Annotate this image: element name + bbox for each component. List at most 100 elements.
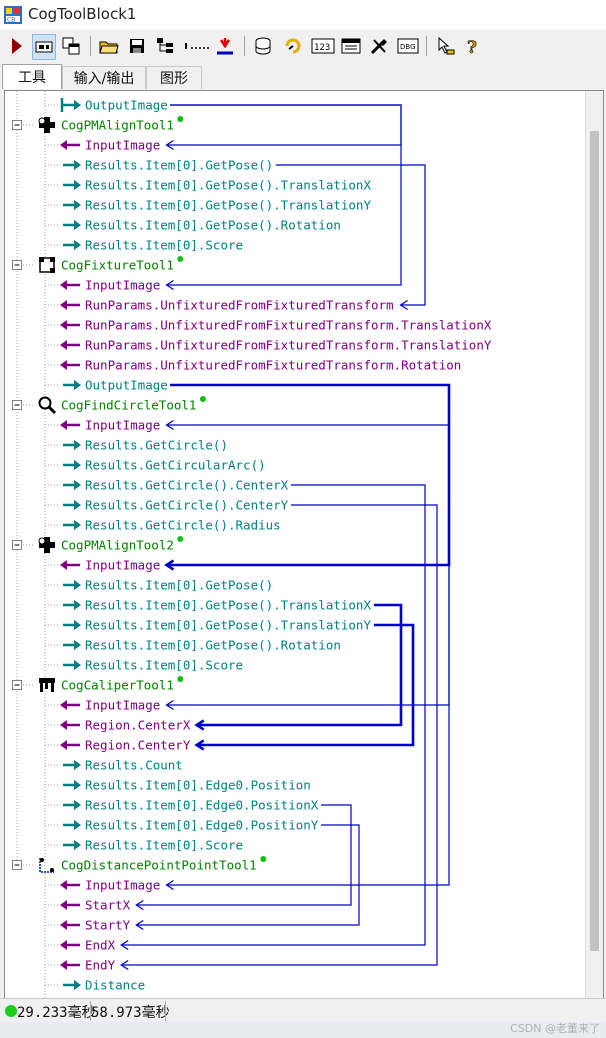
tree-input-terminal[interactable]: StartY	[45, 918, 131, 933]
tab-graphics[interactable]: 图形	[146, 66, 202, 89]
tree-collapse-icon[interactable]	[12, 540, 22, 550]
results-grid-icon[interactable]	[340, 34, 362, 58]
tree-input-terminal[interactable]: InputImage	[45, 418, 160, 433]
pointer-icon[interactable]	[434, 34, 456, 58]
tree-output-terminal[interactable]: Results.Item[0].Score	[45, 238, 243, 253]
tree-collapse-icon[interactable]	[12, 400, 22, 410]
tree-input-terminal[interactable]: RunParams.UnfixturedFromFixturedTransfor…	[45, 338, 492, 353]
tree-input-terminal[interactable]: Region.CenterX	[45, 718, 191, 733]
link-line[interactable]	[135, 804, 352, 911]
scrollbar-thumb[interactable]	[590, 131, 599, 951]
tree-input-terminal[interactable]: Region.CenterY	[45, 738, 191, 753]
tree-output-terminal[interactable]: Results.Item[0].Edge0.PositionX	[45, 798, 319, 813]
tab-input-output[interactable]: 输入/输出	[62, 66, 146, 89]
tree-view-icon[interactable]	[154, 34, 176, 58]
input-arrow-icon	[60, 720, 80, 730]
tools-icon[interactable]	[368, 34, 390, 58]
tree-output-terminal[interactable]: Results.Item[0].Edge0.Position	[45, 778, 311, 793]
tree-collapse-icon[interactable]	[12, 260, 22, 270]
tree-output-terminal[interactable]: Results.Item[0].GetPose().Rotation	[45, 638, 341, 653]
tree-collapse-icon[interactable]	[12, 120, 22, 130]
toolblock-app-icon: CB	[4, 6, 22, 24]
terminal-label: InputImage	[85, 418, 160, 433]
input-arrow-icon	[60, 920, 80, 930]
tree-output-terminal[interactable]: Results.Item[0].GetPose()	[45, 578, 273, 593]
tree-output-terminal[interactable]: Results.Count	[45, 758, 183, 773]
tree-output-terminal[interactable]: Results.Item[0].GetPose()	[45, 158, 273, 173]
output-arrow-icon	[63, 840, 81, 850]
tree-collapse-icon[interactable]	[12, 860, 22, 870]
output-arrow-icon	[63, 580, 81, 590]
tree-input-terminal[interactable]: InputImage	[45, 278, 160, 293]
tree-input-terminal[interactable]: RunParams.UnfixturedFromFixturedTransfor…	[45, 318, 492, 333]
tab-tools[interactable]: 工具	[2, 64, 62, 89]
tree-output-terminal[interactable]: Results.GetCircle().Radius	[45, 518, 281, 533]
link-line[interactable]	[165, 384, 450, 431]
terminal-label: Results.Item[0].Edge0.PositionY	[85, 818, 319, 833]
tree-output-terminal[interactable]: Distance	[45, 978, 145, 993]
tree-output-terminal[interactable]: Results.Item[0].Edge0.PositionY	[45, 818, 319, 833]
tree-output-terminal[interactable]: Results.GetCircularArc()	[45, 458, 266, 473]
link-line[interactable]	[135, 824, 360, 931]
database-icon[interactable]	[252, 34, 274, 58]
numeric-display-icon[interactable]: 123	[310, 34, 336, 58]
link-line[interactable]	[165, 384, 450, 891]
save-icon[interactable]	[126, 34, 148, 58]
tree-output-terminal[interactable]: Results.GetCircle()	[45, 438, 228, 453]
tree-collapse-icon[interactable]	[12, 680, 22, 690]
tree-input-terminal[interactable]: StartX	[45, 898, 131, 913]
tree-input-terminal[interactable]: RunParams.UnfixturedFromFixturedTransfor…	[45, 358, 461, 373]
tree-input-terminal[interactable]: InputImage	[45, 878, 160, 893]
tree-tool-node[interactable]: CogPMAlignTool2	[12, 536, 184, 553]
script-icon[interactable]	[282, 34, 304, 58]
tree-output-terminal[interactable]: OutputImage	[45, 98, 168, 113]
terminal-label: EndX	[85, 938, 116, 953]
tree-tool-node[interactable]: CogFindCircleTool1	[12, 396, 206, 415]
dots-icon[interactable]	[184, 34, 210, 58]
terminal-label: Region.CenterX	[85, 718, 191, 733]
tree-output-terminal[interactable]: Results.Item[0].GetPose().Rotation	[45, 218, 341, 233]
status-ok-icon	[5, 1005, 17, 1017]
link-line[interactable]	[165, 104, 402, 291]
tree-tool-node[interactable]: CogFixtureTool1	[12, 256, 184, 273]
tree-tool-node[interactable]: CogDistancePointPointTool1	[12, 856, 267, 873]
link-line[interactable]	[165, 104, 402, 151]
tree-output-terminal[interactable]: Results.Item[0].GetPose().TranslationX	[45, 178, 371, 193]
run-icon[interactable]	[6, 34, 28, 58]
tree-output-terminal[interactable]: Results.Item[0].GetPose().TranslationY	[45, 198, 371, 213]
tree-input-terminal[interactable]: InputImage	[45, 138, 160, 153]
link-line[interactable]	[120, 484, 426, 951]
output-arrow-icon	[63, 380, 81, 390]
tree-tool-node[interactable]: CogPMAlignTool1	[12, 116, 184, 133]
link-line[interactable]	[120, 504, 438, 971]
tree-tool-node[interactable]: CogCaliperTool1	[12, 676, 184, 693]
tab-strip: 工具 输入/输出 图形	[0, 64, 606, 90]
tree-input-terminal[interactable]: EndY	[45, 958, 116, 973]
help-icon[interactable]: ?	[462, 34, 484, 58]
input-arrow-icon	[60, 420, 80, 430]
tree-input-terminal[interactable]: InputImage	[45, 558, 160, 573]
link-line[interactable]	[194, 623, 415, 751]
tree-output-terminal[interactable]: Results.Item[0].Score	[45, 658, 243, 673]
output-arrow-icon	[63, 460, 81, 470]
tree-input-terminal[interactable]: InputImage	[45, 698, 160, 713]
debug-icon[interactable]: DBG	[396, 34, 420, 58]
tree-output-terminal[interactable]: Results.Item[0].GetPose().TranslationY	[45, 618, 371, 633]
tree-input-terminal[interactable]: RunParams.UnfixturedFromFixturedTransfor…	[45, 298, 394, 313]
vertical-scrollbar[interactable]	[585, 91, 603, 998]
floating-window-icon[interactable]	[60, 34, 82, 58]
image-display-icon[interactable]	[32, 34, 56, 60]
tree-output-terminal[interactable]: OutputImage	[45, 378, 168, 393]
tree-output-terminal[interactable]: Results.Item[0].GetPose().TranslationX	[45, 598, 371, 613]
input-arrow-icon	[60, 700, 80, 710]
reset-icon[interactable]	[214, 34, 236, 58]
tree-input-terminal[interactable]: EndX	[45, 938, 116, 953]
link-line[interactable]	[275, 164, 426, 311]
open-folder-icon[interactable]	[98, 34, 120, 58]
tree-output-terminal[interactable]: Results.GetCircle().CenterX	[45, 478, 289, 493]
terminal-label: Results.Item[0].Edge0.Position	[85, 778, 311, 793]
terminal-label: InputImage	[85, 878, 160, 893]
tree-output-terminal[interactable]: Results.GetCircle().CenterY	[45, 498, 289, 513]
tree-output-terminal[interactable]: Results.Item[0].Score	[45, 838, 243, 853]
link-line[interactable]	[194, 603, 403, 731]
